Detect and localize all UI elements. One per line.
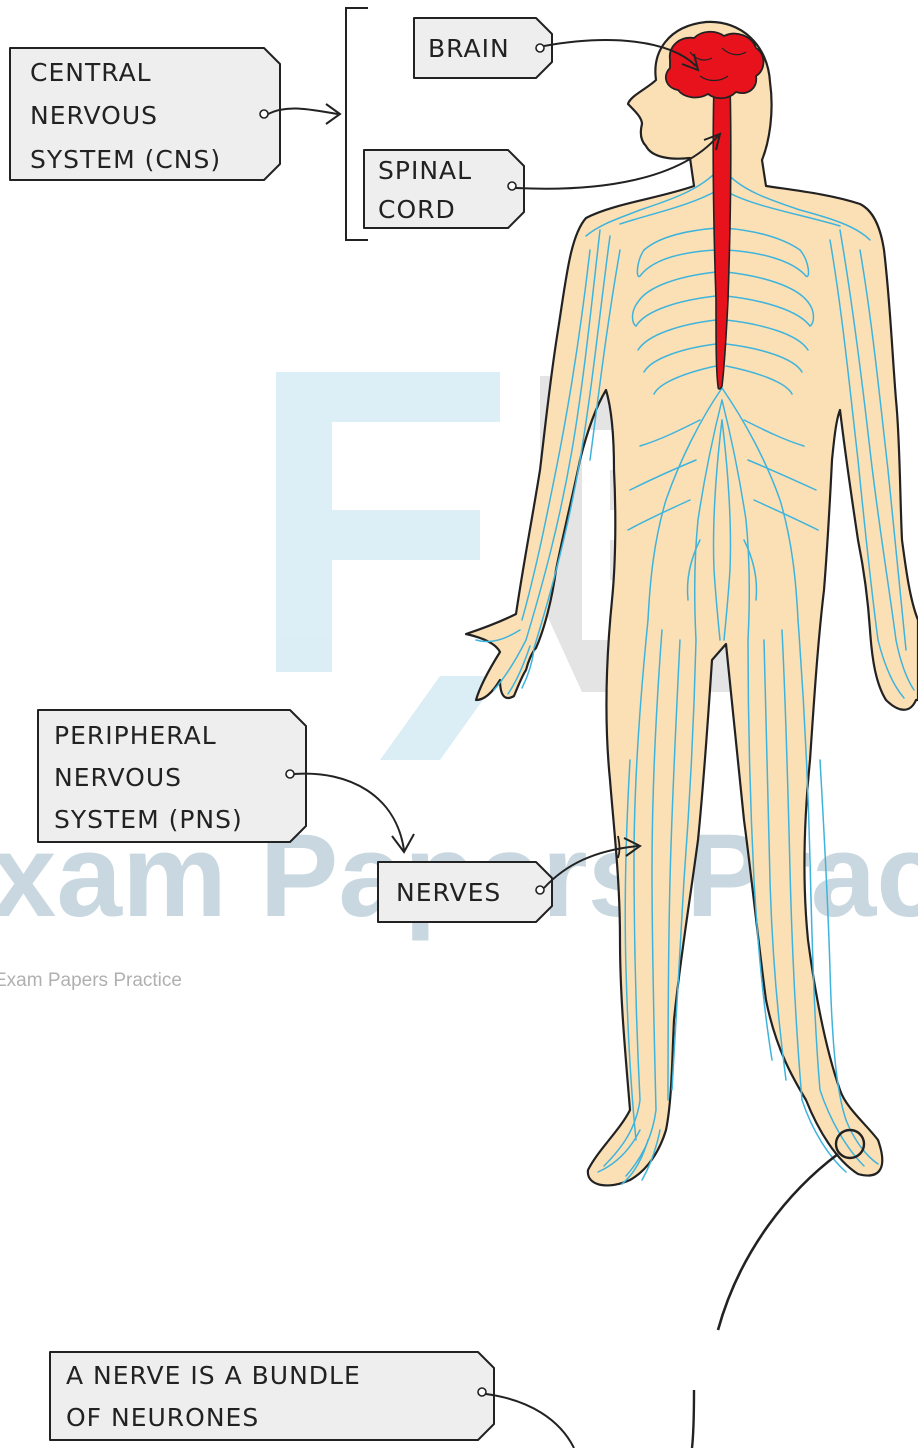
brain-label: BRAIN: [428, 34, 510, 63]
spinal-cord-tag: SPINAL CORD: [364, 150, 524, 228]
pns-label-line1: PERIPHERAL: [54, 721, 217, 750]
human-body-figure: [466, 22, 918, 1186]
bundle-tag: A NERVE IS A BUNDLE OF NEURONES: [50, 1352, 494, 1440]
bundle-label-line2: OF NEURONES: [66, 1403, 259, 1432]
brain: [666, 32, 764, 99]
spinal-cord-label-line2: CORD: [378, 195, 456, 224]
cns-label-line1: CENTRAL: [30, 58, 152, 87]
bundle-arrow: [486, 1394, 574, 1448]
magnify-pointer: [718, 1154, 838, 1330]
pns-tag: PERIPHERAL NERVOUS SYSTEM (PNS): [38, 710, 306, 842]
watermark-caption: Exam Papers Practice: [0, 970, 182, 991]
nerves-tag: NERVES: [378, 862, 552, 922]
brain-tag: BRAIN: [414, 18, 552, 78]
spinal-cord-label-line1: SPINAL: [378, 156, 472, 185]
cns-label-line3: SYSTEM (CNS): [30, 145, 221, 174]
pns-label-line3: SYSTEM (PNS): [54, 805, 243, 834]
cns-label-line2: NERVOUS: [30, 101, 158, 130]
cns-tag: CENTRAL NERVOUS SYSTEM (CNS): [10, 48, 280, 180]
nerves-label: NERVES: [396, 878, 501, 907]
body-outline: [466, 22, 918, 1186]
bundle-label-line1: A NERVE IS A BUNDLE: [66, 1361, 361, 1390]
pns-label-line2: NERVOUS: [54, 763, 182, 792]
